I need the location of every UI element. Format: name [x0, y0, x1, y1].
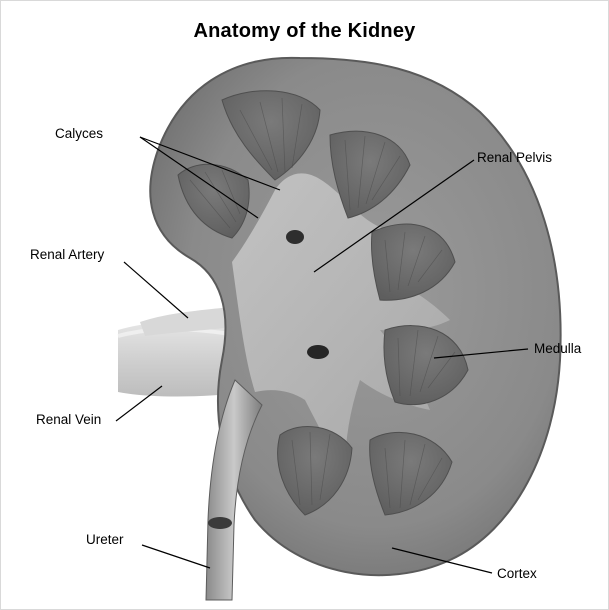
- label-renal-vein: Renal Vein: [36, 412, 101, 427]
- label-renal-pelvis: Renal Pelvis: [477, 150, 552, 165]
- calyx-opening-upper: [286, 230, 304, 244]
- ureter-opening: [208, 517, 232, 529]
- label-cortex: Cortex: [497, 566, 537, 581]
- diagram-title: Anatomy of the Kidney: [0, 20, 609, 43]
- label-ureter: Ureter: [86, 532, 124, 547]
- calyx-opening-lower: [307, 345, 329, 359]
- label-medulla: Medulla: [534, 341, 581, 356]
- label-renal-artery: Renal Artery: [30, 247, 104, 262]
- label-calyces: Calyces: [55, 126, 103, 141]
